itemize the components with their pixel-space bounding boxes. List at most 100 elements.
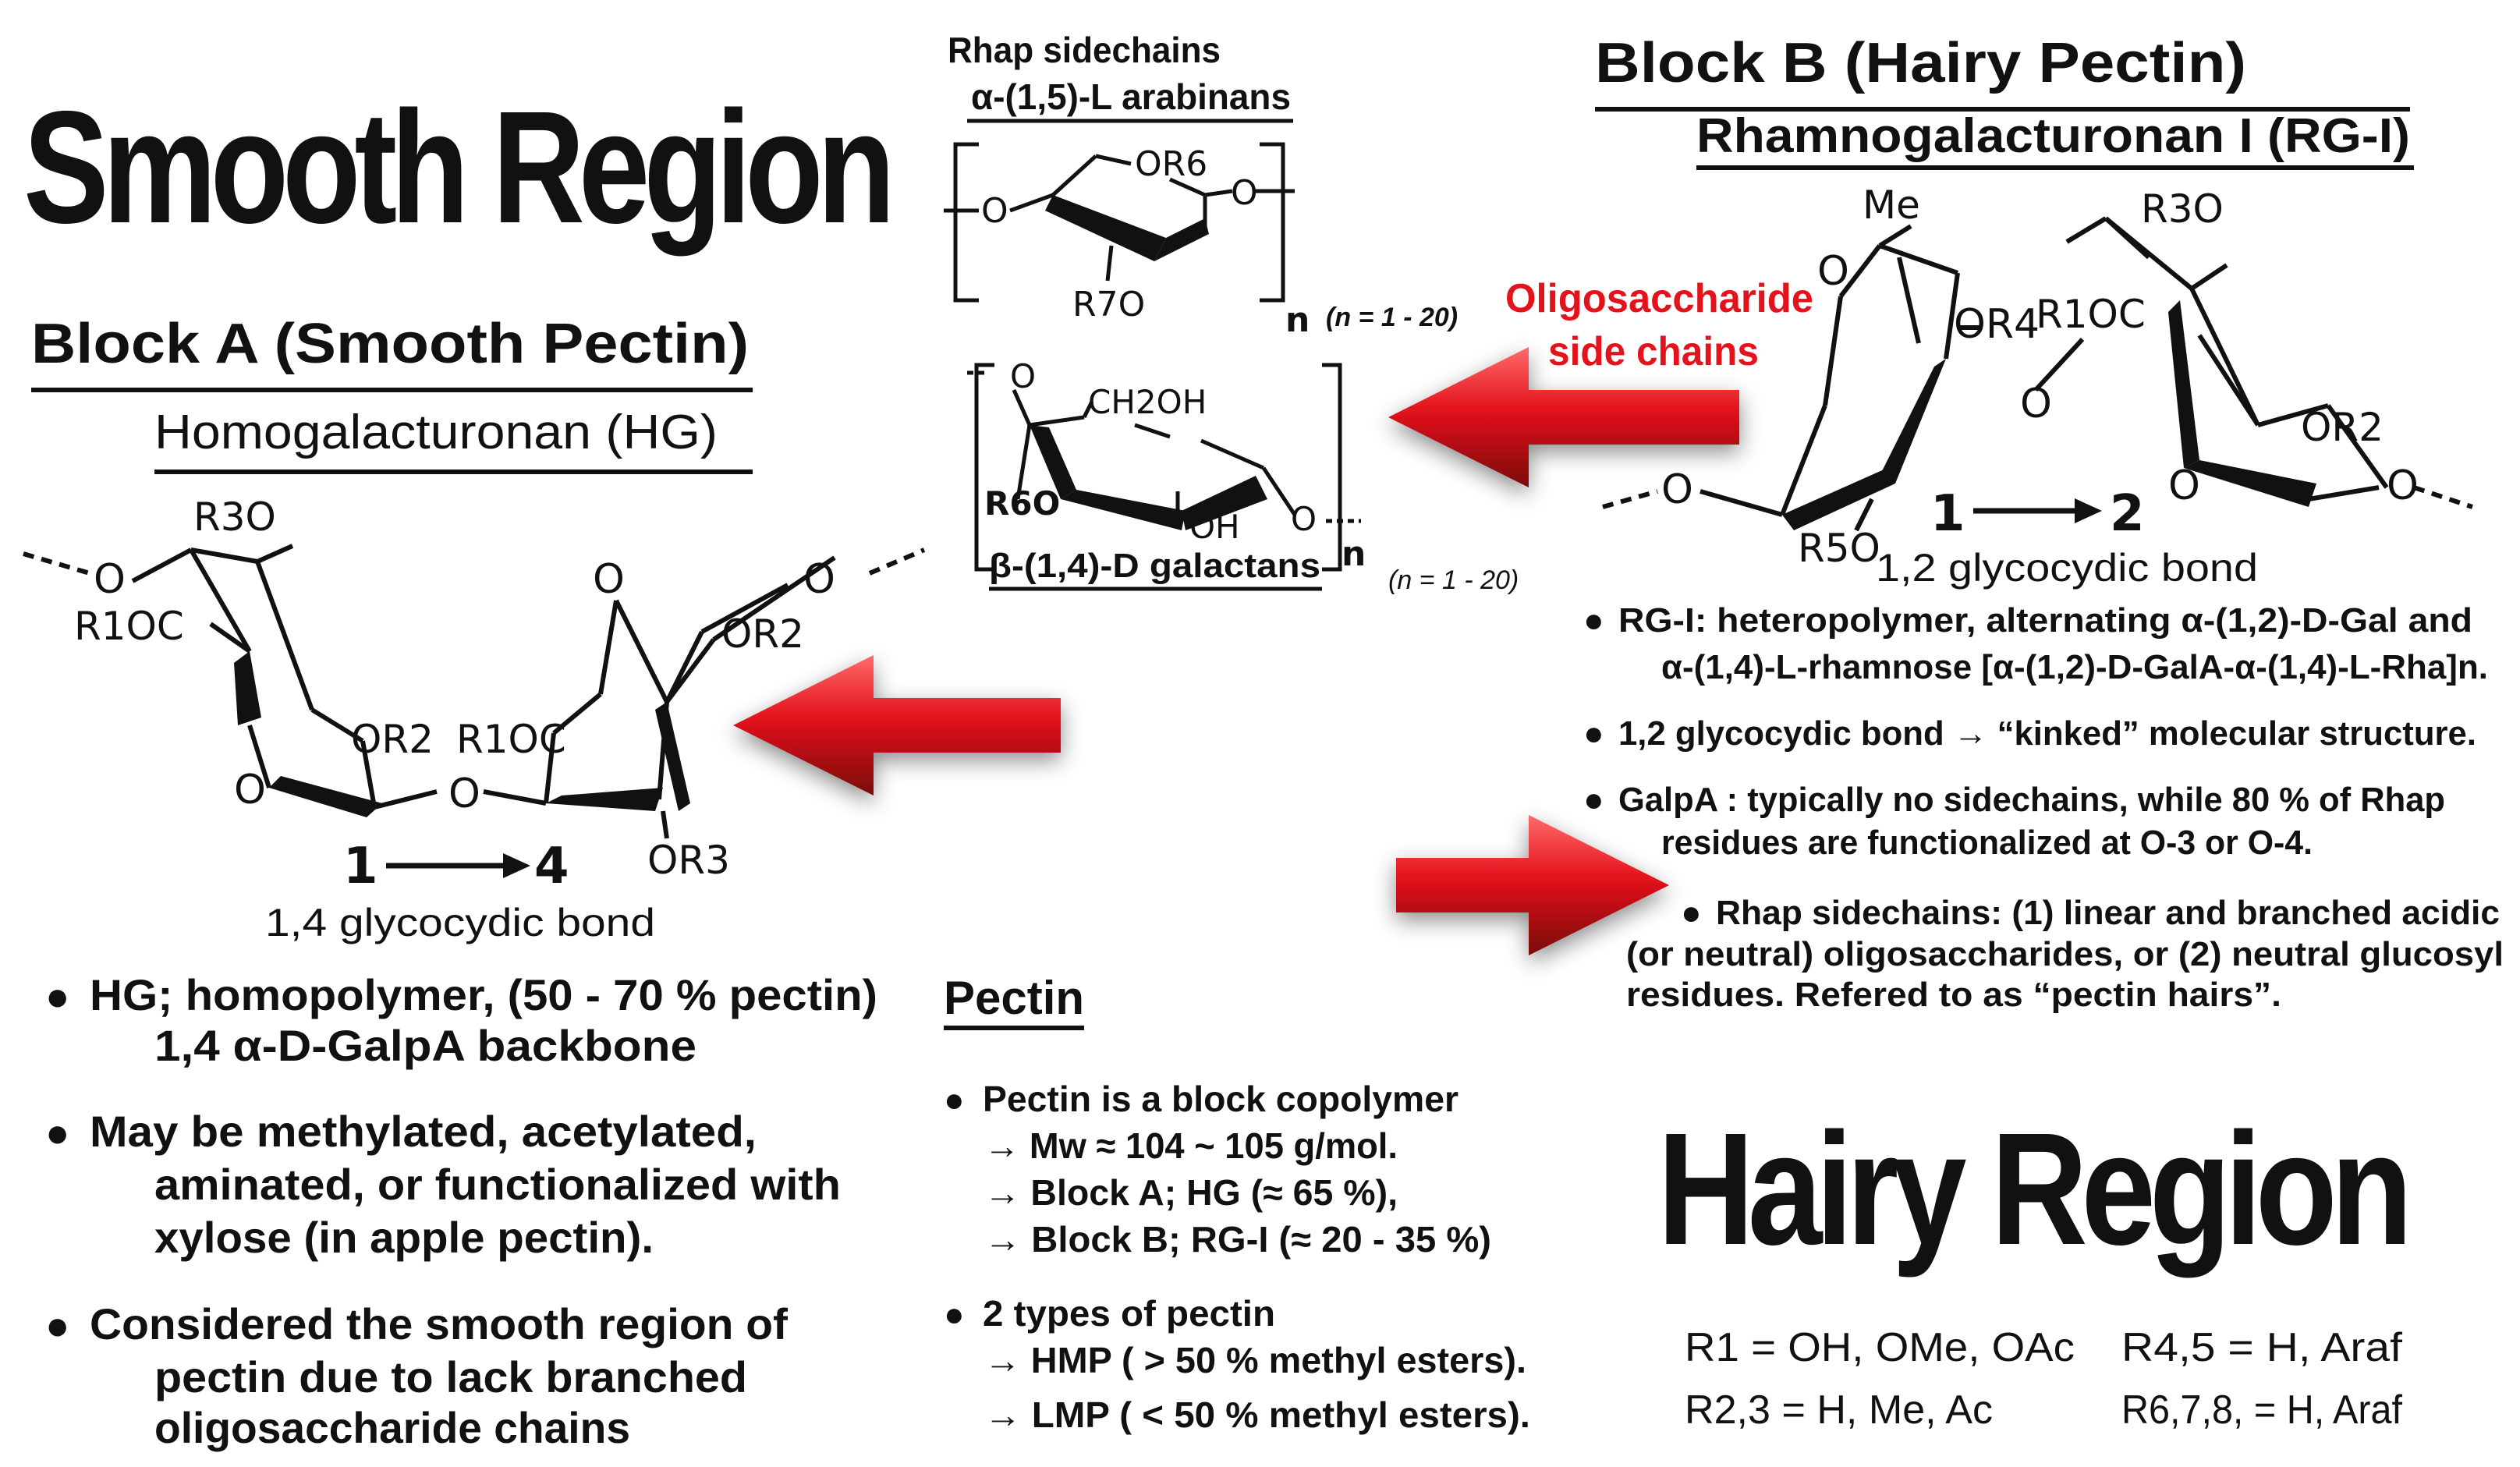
homogalacturonan-structure <box>23 544 926 839</box>
pectin-heading: Pectin <box>944 972 1084 1024</box>
rg-chain-o-right: O <box>2387 462 2419 509</box>
arabinan-o-right: O <box>1231 173 1258 213</box>
hg-glycosidic-o: O <box>448 771 480 817</box>
oligosaccharide-label-line-2: side chains <box>1548 329 1759 374</box>
bullet-apple-icon: ● <box>1583 714 1604 753</box>
block-a-subtitle: Homogalacturonan (HG) <box>154 406 718 459</box>
bullet-apple-icon: ● <box>1583 781 1604 819</box>
bullet-apple-icon: ● <box>45 974 69 1019</box>
rg-glycosidic-o: O <box>2020 381 2052 427</box>
block-a-bullet-2-line-2: aminated, or functionalized with <box>154 1160 841 1209</box>
pectin-bullet-2: 2 types of pectin <box>983 1293 1275 1334</box>
hg-chain-o-right: O <box>803 556 835 603</box>
block-b-bullets: ● RG-I: heteropolymer, alternating α-(1,… <box>1583 601 2504 1014</box>
arabinan-label: α-(1,5)-L arabinans <box>971 76 1291 117</box>
galactan-ch2oh-label: CH2OH <box>1088 383 1207 421</box>
legend-r45: R4,5 = H, Araf <box>2121 1325 2403 1370</box>
hg-bond-arrowhead <box>503 853 530 878</box>
hg-ring-o-left: O <box>234 767 266 813</box>
block-b-bullet-1-line-2: α-(1,4)-L-rhamnose [α-(1,2)-D-GalA-α-(1,… <box>1661 648 2488 686</box>
galactan-structure <box>967 363 1361 572</box>
rg-bond-from: 1 <box>1930 485 1965 543</box>
rg-or4-label: OR4 <box>1954 301 2040 348</box>
hg-bond-label: 1,4 glycocydic bond <box>265 901 655 944</box>
rg-r5o-label: R5O <box>1798 526 1880 571</box>
arabinan-range-label: (n = 1 - 20) <box>1326 303 1458 332</box>
pectin-bullet-1: Pectin is a block copolymer <box>983 1079 1458 1119</box>
hg-r1oc-mid-label: R1OC <box>456 717 566 762</box>
galactan-oh-label: OH <box>1189 508 1240 546</box>
arabinan-o-left: O <box>981 191 1008 231</box>
block-b-bullet-3-line-2: residues are functionalized at O-3 or O-… <box>1661 824 2313 862</box>
hg-ring-o-right: O <box>593 556 625 603</box>
red-arrow-left-icon <box>1388 347 1739 487</box>
bullet-apple-icon: ● <box>1583 601 1604 640</box>
rg-chain-o-left: O <box>1661 466 1693 513</box>
block-a-bullet-3-line-3: oligosaccharide chains <box>154 1403 630 1452</box>
arabinan-n-label: n <box>1285 300 1310 340</box>
rg-or2-label: OR2 <box>2301 405 2384 450</box>
hg-bond-to: 4 <box>534 838 569 895</box>
hg-bond-from: 1 <box>343 838 378 895</box>
bullet-apple-icon: ● <box>1681 894 1702 932</box>
block-a-title: Block A (Smooth Pectin) <box>31 313 749 375</box>
galactan-range-label: (n = 1 - 20) <box>1388 565 1519 595</box>
block-a-bullets: ● HG; homopolymer, (50 - 70 % pectin) 1,… <box>45 970 877 1452</box>
red-arrow-left-icon <box>733 655 1061 796</box>
hg-or2-mid-label: OR2 <box>351 717 434 762</box>
rhap-sidechains-heading: Rhap sidechains <box>948 30 1221 70</box>
galactan-n-label: n <box>1342 534 1366 574</box>
hg-chain-o-left: O <box>94 556 126 603</box>
block-a-bullet-1-line-2: 1,4 α-D-GalpA backbone <box>154 1021 696 1070</box>
rg-bond-arrowhead <box>2075 498 2102 523</box>
block-b-subtitle: Rhamnogalacturonan I (RG-I) <box>1696 109 2410 163</box>
block-b-bullet-1-line-1: RG-I: heteropolymer, alternating α-(1,2)… <box>1618 601 2472 640</box>
block-b-bullet-2-line-1: 1,2 glycocydic bond → “kinked” molecular… <box>1618 714 2476 753</box>
legend-r678: R6,7,8, = H, Araf <box>2121 1387 2403 1433</box>
rg-ring-o-right: O <box>2168 462 2200 509</box>
smooth-region-title: Smooth Region <box>23 78 889 257</box>
rhamnogalacturonan-structure <box>1602 216 2473 532</box>
hg-r1oc-left-label: R1OC <box>74 604 184 649</box>
galactan-label: β-(1,4)-D galactans <box>989 547 1320 585</box>
bullet-apple-icon: ● <box>45 1303 69 1348</box>
block-b-title: Block B (Hairy Pectin) <box>1595 32 2246 94</box>
rg-ring-o-top: O <box>1817 248 1849 295</box>
rg-bond-label: 1,2 glycocydic bond <box>1876 546 2258 590</box>
galactan-o-right: O <box>1291 500 1317 538</box>
hairy-region-title: Hairy Region <box>1657 1100 2406 1278</box>
legend-r1: R1 = OH, OMe, OAc <box>1685 1325 2075 1370</box>
block-a-bullet-2-line-3: xylose (in apple pectin). <box>154 1213 654 1262</box>
pectin-bullet-1-sub-2: → Block A; HG (≈ 65 %), <box>984 1172 1398 1213</box>
galactan-r6o-label: R6O <box>984 484 1060 523</box>
block-a-bullet-3-line-1: Considered the smooth region of <box>90 1299 788 1348</box>
pectin-bullets: ● Pectin is a block copolymer → Mw ≈ 104… <box>944 1079 1530 1435</box>
legend-r23: R2,3 = H, Me, Ac <box>1685 1387 1993 1433</box>
block-b-bullet-3-line-1: GalpA : typically no sidechains, while 8… <box>1618 781 2445 819</box>
red-arrow-right-icon <box>1396 815 1669 955</box>
oligosaccharide-label-line-1: Oligosaccharide <box>1505 276 1813 321</box>
pectin-bullet-2-sub-1: → HMP ( > 50 % methyl esters). <box>984 1340 1526 1380</box>
pectin-bullet-2-sub-2: → LMP ( < 50 % methyl esters). <box>984 1394 1530 1435</box>
pectin-bullet-1-sub-1: → Mw ≈ 104 ~ 105 g/mol. <box>984 1125 1398 1166</box>
pectin-bullet-1-sub-3: → Block B; RG-I (≈ 20 - 35 %) <box>984 1219 1491 1260</box>
arrow-to-hg <box>733 655 1061 796</box>
hg-r3o-label: R3O <box>193 494 276 540</box>
block-b-bullet-4-line-1: Rhap sidechains: (1) linear and branched… <box>1716 894 2500 932</box>
rg-r1oc-label: R1OC <box>2036 292 2146 337</box>
rg-me-label: Me <box>1863 182 1920 228</box>
bullet-apple-icon: ● <box>944 1295 965 1334</box>
rg-bond-to: 2 <box>2110 485 2145 543</box>
bullet-apple-icon: ● <box>45 1111 69 1156</box>
rg-r3o-label: R3O <box>2141 186 2224 232</box>
block-b-bullet-4-line-2: (or neutral) oligosaccharides, or (2) ne… <box>1626 935 2504 973</box>
block-a-bullet-1-line-1: HG; homopolymer, (50 - 70 % pectin) <box>90 970 877 1019</box>
arrow-to-hairy-text <box>1396 815 1669 955</box>
hg-or2-right-label: OR2 <box>721 611 804 657</box>
arabinan-structure <box>944 142 1295 303</box>
arabinan-r7o-label: R7O <box>1072 285 1145 324</box>
block-a-bullet-3-line-2: pectin due to lack branched <box>154 1352 747 1401</box>
r-group-legend: R1 = OH, OMe, OAc R4,5 = H, Araf R2,3 = … <box>1685 1325 2403 1433</box>
